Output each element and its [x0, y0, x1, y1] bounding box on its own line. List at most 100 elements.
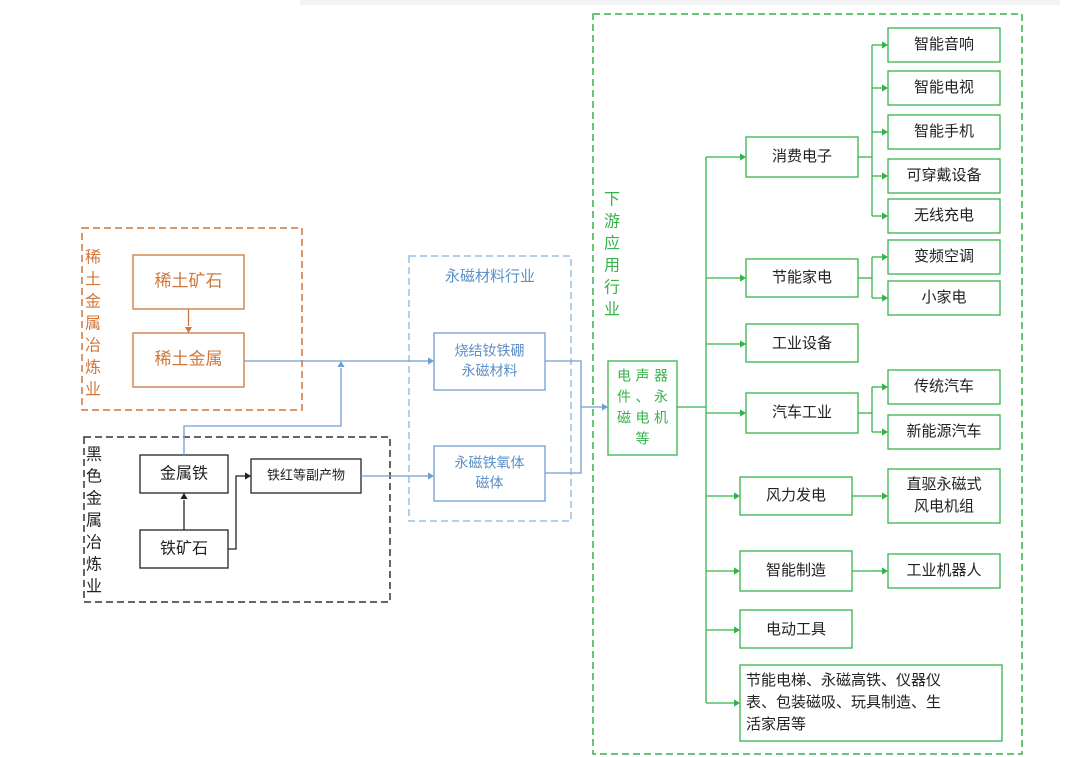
category-0-child-4-box — [887, 198, 1001, 234]
downstream-group-border — [592, 13, 1023, 755]
category-4-label: 风力发电 — [766, 486, 826, 504]
ndfeb-box — [433, 332, 546, 391]
category-1-box — [745, 258, 859, 298]
downstream-group-title-char-3: 用 — [604, 256, 620, 275]
hub-label-line-1: 件 、 永 — [617, 390, 668, 406]
category-7-label-line-1: 表、包装磁吸、玩具制造、生 — [746, 693, 941, 711]
top-bar — [300, 0, 1060, 5]
category-5-connector-arrow — [734, 567, 740, 575]
iron-label: 金属铁 — [160, 464, 208, 483]
category-2-label: 工业设备 — [772, 334, 832, 352]
rare-earth-metal-label: 稀土金属 — [155, 350, 223, 370]
ferrous-group-title-char-5: 炼 — [86, 555, 102, 574]
downstream-group-title-char-1: 游 — [604, 212, 620, 231]
rare-earth-group-title-char-4: 冶 — [85, 336, 101, 355]
ferrite-label-line-0: 永磁铁氧体 — [455, 456, 525, 472]
category-1-child-0-arrow — [882, 253, 888, 261]
category-5-child-0-arrow — [882, 567, 888, 575]
iron-ore-to-byproduct-line — [228, 475, 245, 550]
magnet-industry-group-border — [408, 255, 572, 522]
category-3-box — [745, 392, 859, 434]
category-1-connector-arrow — [740, 274, 746, 282]
category-0-child-4-arrow — [882, 212, 888, 220]
category-4-child-0-box — [887, 468, 1001, 524]
category-3-child-1-arrow — [882, 428, 888, 436]
rare-earth-group-title-char-5: 炼 — [85, 358, 101, 377]
downstream-group-title-char-5: 业 — [604, 300, 620, 319]
category-0-child-2-label: 智能手机 — [914, 122, 974, 140]
iron-to-ndfeb-arrow — [337, 361, 345, 367]
category-2-box — [745, 323, 859, 363]
rare-earth-group-title-char-1: 土 — [85, 270, 101, 289]
category-3-child-0-box — [887, 369, 1001, 405]
category-5-label: 智能制造 — [766, 561, 826, 579]
ferrous-group-title-char-6: 业 — [86, 577, 102, 596]
iron-ore-box — [139, 529, 229, 569]
rare-earth-ore-label: 稀土矿石 — [155, 272, 223, 292]
rare-earth-group-title-char-3: 属 — [85, 314, 101, 333]
ndfeb-label-line-0: 烧结钕铁硼 — [455, 344, 525, 360]
iron-ore-label: 铁矿石 — [160, 539, 208, 558]
category-0-child-0-arrow — [882, 41, 888, 49]
category-3-child-1-label: 新能源汽车 — [906, 422, 981, 440]
downstream-group-title-char-4: 行 — [604, 278, 620, 297]
category-0-child-3-label: 可穿戴设备 — [906, 166, 981, 184]
category-0-child-3-box — [887, 158, 1001, 194]
category-1-child-0-box — [887, 239, 1001, 275]
iron-ore-to-byproduct-arrow — [245, 472, 251, 480]
category-4-box — [739, 476, 853, 516]
category-1-child-1-arrow — [882, 294, 888, 302]
category-7-label-line-2: 活家居等 — [746, 715, 806, 733]
category-0-box — [745, 136, 859, 178]
downstream-group-title-char-2: 应 — [604, 234, 620, 253]
rare-earth-group-title-char-0: 稀 — [85, 248, 101, 267]
rare-earth-metal-box — [132, 332, 245, 388]
category-5-child-0-label: 工业机器人 — [906, 561, 981, 579]
category-0-child-2-box — [887, 114, 1001, 150]
ferrous-group-title-char-2: 金 — [86, 489, 102, 508]
category-3-label: 汽车工业 — [772, 403, 832, 421]
hub-label-line-3: 等 — [636, 431, 650, 448]
category-4-child-0-label-line-0: 直驱永磁式 — [906, 475, 981, 493]
byproduct-to-ferrite-arrow — [428, 472, 434, 480]
category-0-label: 消费电子 — [772, 147, 832, 165]
category-2-connector-arrow — [740, 340, 746, 348]
category-0-connector-arrow — [740, 153, 746, 161]
category-0-child-1-label: 智能电视 — [914, 78, 974, 96]
rare-earth-ore-to-metal-arrow — [184, 327, 193, 333]
category-0-child-0-label: 智能音响 — [914, 35, 974, 53]
category-3-connector-arrow — [740, 409, 746, 417]
rare-earth-to-ndfeb-arrow — [428, 357, 434, 365]
magnet-industry-title: 永磁材料行业 — [445, 267, 535, 285]
category-1-child-0-label: 变频空调 — [914, 247, 974, 265]
category-3-child-1-box — [887, 414, 1001, 450]
category-0-child-3-arrow — [882, 172, 888, 180]
ferrous-group-title-char-0: 黑 — [86, 445, 102, 464]
hub-label-line-0: 电 声 器 — [617, 369, 668, 385]
ferrous-group-title-char-1: 色 — [86, 467, 102, 486]
ferrite-box — [433, 445, 546, 502]
category-6-connector-arrow — [734, 626, 740, 634]
category-4-child-0-arrow — [882, 492, 888, 500]
byproduct-label: 铁红等副产物 — [267, 468, 345, 484]
category-1-label: 节能家电 — [772, 268, 832, 286]
category-6-label: 电动工具 — [766, 620, 826, 638]
iron-box — [139, 454, 229, 494]
ferrous-group-title-char-3: 属 — [86, 511, 102, 530]
category-7-label-line-0: 节能电梯、永磁高铁、仪器仪 — [746, 671, 941, 689]
category-3-child-0-arrow — [882, 383, 888, 391]
category-4-connector-arrow — [734, 492, 740, 500]
rare-earth-group-border — [81, 227, 303, 411]
ferrite-label-line-1: 磁体 — [476, 476, 504, 492]
magnets-to-hub-arrow — [602, 403, 608, 411]
hub-label-line-2: 磁 电 机 — [617, 411, 668, 427]
rare-earth-group-title-char-6: 业 — [85, 380, 101, 399]
category-6-box — [739, 609, 853, 649]
hub-box — [607, 360, 678, 456]
ferrous-group-title-char-4: 冶 — [86, 533, 102, 552]
rare-earth-group-title-char-2: 金 — [85, 292, 101, 311]
category-0-child-0-box — [887, 27, 1001, 63]
ferrous-group-border — [83, 436, 391, 603]
category-7-connector-arrow — [734, 699, 740, 707]
